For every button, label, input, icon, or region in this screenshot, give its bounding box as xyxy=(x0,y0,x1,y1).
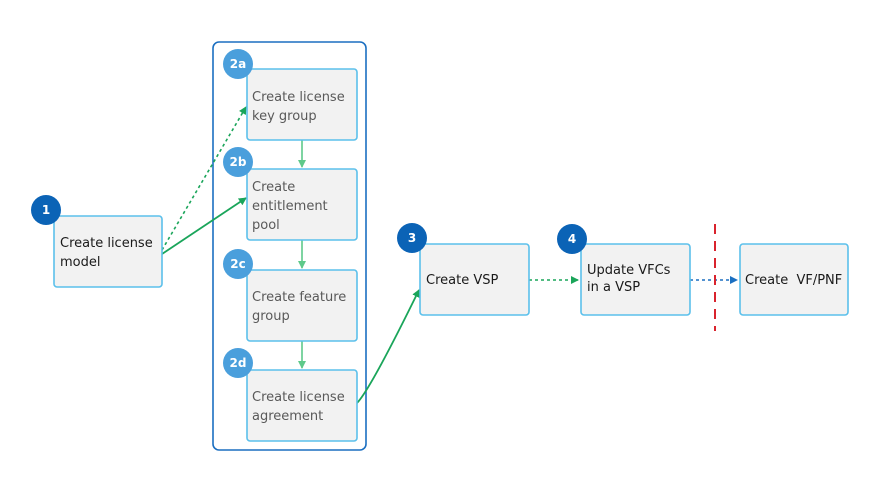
node-label-line: key group xyxy=(252,109,317,124)
node-label-line: in a VSP xyxy=(587,280,640,295)
node-label-line: Create license xyxy=(252,390,345,405)
node-label-line: entitlement xyxy=(252,199,328,214)
svg-text:2b: 2b xyxy=(230,155,247,169)
svg-text:2c: 2c xyxy=(230,257,245,271)
node-label-line: Create feature xyxy=(252,290,346,305)
svg-text:Create VF/PNF: Create VF/PNF xyxy=(745,273,863,288)
node-create-vf-pnf[interactable]: Create VF/PNF xyxy=(739,243,863,316)
node-label-line: Create VF/PNF xyxy=(745,273,842,288)
svg-text:Update VFCs in a VSP: Update VFCs in a VSP xyxy=(587,263,675,295)
node-label-line: Create license xyxy=(60,236,153,251)
step-badge-4: 4 xyxy=(557,224,587,254)
svg-text:Create license model: Create license model xyxy=(60,236,157,270)
node-create-vsp[interactable]: Create VSP xyxy=(419,243,530,316)
connector-1-to-2b xyxy=(161,197,247,255)
svg-text:Create license key group: Create license key group xyxy=(252,90,349,124)
svg-text:3: 3 xyxy=(408,231,416,245)
step-badge-2a: 2a xyxy=(223,49,253,79)
node-label-line: Create xyxy=(252,180,295,195)
node-create-entitlement-pool[interactable]: Create entitlement pool xyxy=(246,168,358,241)
node-create-license-key-group[interactable]: Create license key group xyxy=(246,68,358,141)
svg-text:2d: 2d xyxy=(230,356,247,370)
svg-text:Create license agreement: Create license agreement xyxy=(252,390,349,424)
node-create-feature-group[interactable]: Create feature group xyxy=(246,269,358,342)
licensing-group-container xyxy=(212,41,367,451)
node-label-line: pool xyxy=(252,218,280,233)
node-label-line: group xyxy=(252,309,290,324)
step-badge-3: 3 xyxy=(397,223,427,253)
svg-text:2a: 2a xyxy=(230,57,246,71)
svg-text:Create entitlement: Create entitlement pool xyxy=(252,180,332,233)
node-update-vfcs[interactable]: Update VFCs in a VSP xyxy=(580,243,691,316)
step-badge-2b: 2b xyxy=(223,147,253,177)
connector-2d-to-3 xyxy=(356,289,420,404)
node-label-line: Update VFCs xyxy=(587,263,671,278)
svg-text:4: 4 xyxy=(568,232,576,246)
step-badge-2d: 2d xyxy=(223,348,253,378)
connector-1-to-2a xyxy=(161,106,247,251)
svg-text:Create feature group: Create feature group xyxy=(252,290,350,324)
node-label-line: model xyxy=(60,255,100,270)
node-create-license-model[interactable]: Create license model xyxy=(53,215,163,288)
node-create-license-agreement[interactable]: Create license agreement xyxy=(246,369,358,442)
svg-text:Create VSP: Create VSP xyxy=(426,273,498,288)
step-badge-1: 1 xyxy=(31,195,61,225)
step-badge-2c: 2c xyxy=(223,249,253,279)
node-label-line: Create VSP xyxy=(426,273,498,288)
node-label-line: agreement xyxy=(252,409,323,424)
node-label-line: Create license xyxy=(252,90,345,105)
svg-text:1: 1 xyxy=(42,203,50,217)
